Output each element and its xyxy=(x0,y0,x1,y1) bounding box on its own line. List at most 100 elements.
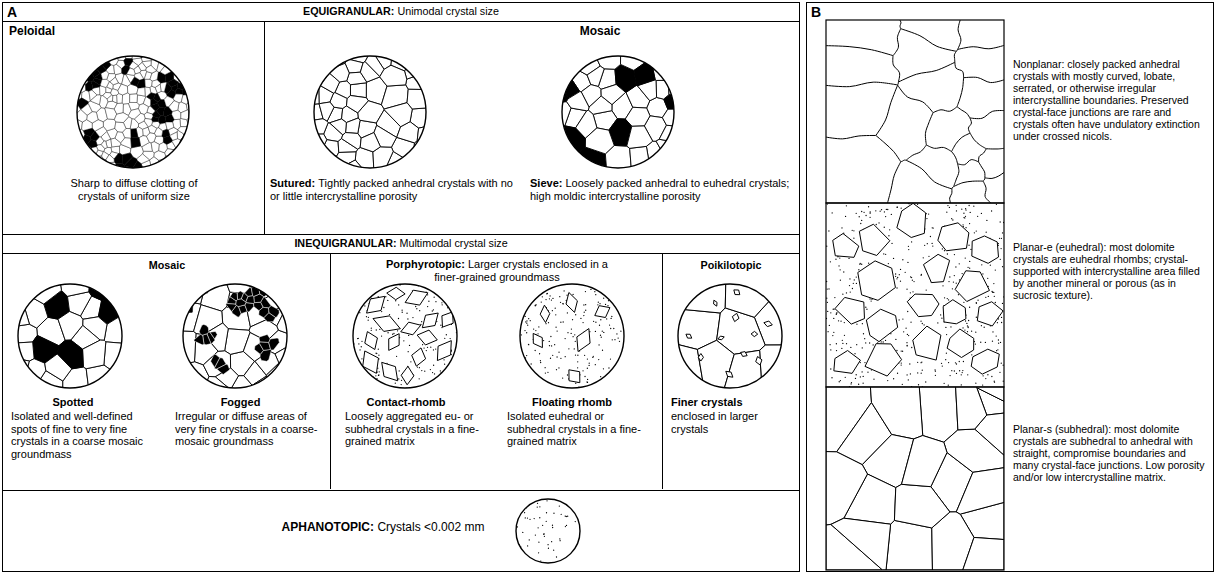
matrix-dot xyxy=(895,339,896,340)
section-band: INEQUIGRANULAR:Multimodal crystal sizeMo… xyxy=(3,235,799,491)
matrix-dot xyxy=(622,378,623,379)
dolomite-crystal xyxy=(741,352,748,357)
mosaic-crystal xyxy=(627,126,653,148)
crystal-group xyxy=(533,292,610,382)
peloid-crystal xyxy=(189,139,195,147)
matrix-dot xyxy=(980,342,981,343)
matrix-dot xyxy=(517,292,518,293)
matrix-dot xyxy=(905,328,906,329)
matrix-dot xyxy=(515,515,516,516)
dolomite-crystal xyxy=(835,297,864,324)
matrix-dot xyxy=(398,281,399,282)
matrix-dot xyxy=(893,258,894,259)
matrix-dot xyxy=(985,297,986,298)
dolomite-crystal xyxy=(734,290,740,295)
mosaic-crystal-group xyxy=(12,278,128,394)
matrix-dot xyxy=(430,369,431,370)
matrix-dot xyxy=(526,320,527,321)
matrix-dot xyxy=(619,279,620,280)
matrix-dot xyxy=(597,278,598,279)
matrix-dot xyxy=(918,384,919,385)
matrix-dot xyxy=(368,320,369,321)
matrix-dot xyxy=(606,378,607,379)
peloid-crystal xyxy=(168,50,173,56)
matrix-dot xyxy=(378,375,379,376)
matrix-dot xyxy=(548,322,549,323)
mosaic-crystal xyxy=(281,366,293,383)
dolomite-crystal xyxy=(726,371,733,377)
matrix-dot xyxy=(520,552,521,553)
matrix-dot xyxy=(962,327,963,328)
matrix-dot xyxy=(395,393,396,394)
matrix-dot xyxy=(458,289,459,290)
fine-crystal xyxy=(177,305,186,311)
matrix-dot xyxy=(1002,303,1003,304)
text-block: Mosaic xyxy=(550,25,650,39)
matrix-dot xyxy=(376,353,377,354)
matrix-dot xyxy=(951,370,952,371)
matrix-dot xyxy=(517,392,518,393)
matrix-dot xyxy=(378,349,379,350)
matrix-dot xyxy=(990,265,991,266)
dolomite-crystal xyxy=(566,292,577,312)
matrix-dot xyxy=(572,319,573,320)
matrix-dot xyxy=(956,210,957,211)
crystal-boundary xyxy=(826,82,898,87)
matrix-dot xyxy=(885,340,886,341)
matrix-dot xyxy=(536,304,537,305)
matrix-dot xyxy=(967,331,968,332)
matrix-dot xyxy=(946,353,947,354)
matrix-dot xyxy=(361,358,362,359)
matrix-dot xyxy=(523,383,524,384)
dolomite-crystal xyxy=(595,306,610,318)
peloid-crystal xyxy=(172,50,176,56)
matrix-dot xyxy=(528,344,529,345)
matrix-dot xyxy=(521,390,522,391)
mosaic-crystal xyxy=(665,50,680,68)
matrix-dot xyxy=(605,304,606,305)
matrix-dot xyxy=(528,344,529,345)
matrix-dot xyxy=(409,345,410,346)
matrix-dot xyxy=(854,353,855,354)
crystal-boundary xyxy=(900,20,901,29)
matrix-dot xyxy=(563,290,564,291)
matrix-dot xyxy=(950,326,951,327)
matrix-dot xyxy=(372,391,373,392)
matrix-dot xyxy=(454,370,455,371)
mosaic-crystal xyxy=(365,50,384,77)
matrix-dot xyxy=(454,286,455,287)
matrix-dot xyxy=(872,344,873,345)
matrix-dot xyxy=(513,549,514,550)
matrix-dot xyxy=(374,389,375,390)
fine-crystal xyxy=(203,278,211,287)
matrix-dot xyxy=(969,268,970,269)
matrix-dot xyxy=(842,340,843,341)
matrix-dot xyxy=(948,281,949,282)
peloid-crystal xyxy=(132,51,141,59)
dolomite-crystal xyxy=(938,223,969,251)
dolomite-crystal xyxy=(834,351,861,374)
matrix-dot xyxy=(833,318,834,319)
mosaic-crystal xyxy=(587,66,604,86)
matrix-dot xyxy=(575,314,576,315)
matrix-dot xyxy=(351,280,352,281)
fine-crystal xyxy=(257,278,265,287)
matrix-dot xyxy=(856,324,857,325)
matrix-dot xyxy=(587,368,588,369)
matrix-dot xyxy=(621,305,622,306)
peloid-crystal xyxy=(127,50,137,56)
matrix-dot xyxy=(962,224,963,225)
peloid-crystal xyxy=(171,59,179,66)
matrix-dot xyxy=(375,375,376,376)
matrix-dot xyxy=(1001,322,1002,323)
fine-crystal xyxy=(185,292,195,303)
peloid-crystal xyxy=(188,128,195,133)
matrix-dot xyxy=(538,552,539,553)
mosaic-crystal xyxy=(32,380,51,394)
matrix-dot xyxy=(827,203,828,204)
matrix-dot xyxy=(537,506,538,507)
matrix-dot xyxy=(912,280,913,281)
matrix-dot xyxy=(618,377,619,378)
crystal-boundary xyxy=(954,181,983,186)
peloid-crystal xyxy=(148,169,156,174)
